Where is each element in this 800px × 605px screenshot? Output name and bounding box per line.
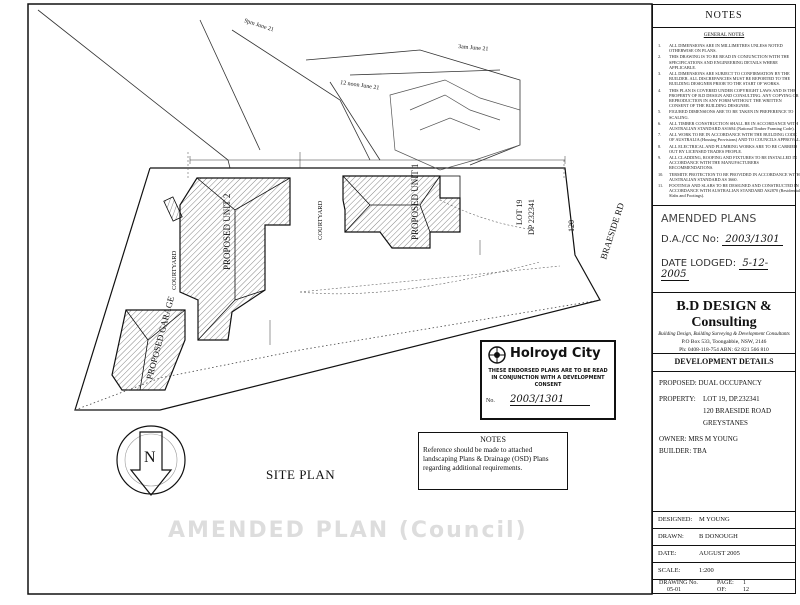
courtyard-label-2: COURTYARD	[317, 200, 324, 240]
shadow-label-9pm: 9pm June 21	[243, 18, 274, 33]
council-da-number: 2003/1301	[510, 394, 590, 406]
notes-box: NOTES Reference should be made to attach…	[418, 432, 568, 490]
dimension-lines	[189, 152, 566, 345]
general-note: 3.ALL DIMENSIONS ARE SUBJECT TO CONFIRMA…	[658, 71, 791, 87]
unit-1-label: PROPOSED UNIT 1	[410, 164, 420, 240]
site-plan-title: SITE PLAN	[266, 467, 336, 482]
unit-2-footprint	[179, 177, 291, 341]
general-note: 4.THIS PLAN IS COVERED UNDER COPYRIGHT L…	[658, 87, 799, 109]
amended-plans-stamp: AMENDED PLANS D.A./CC No: 2003/1301 DATE…	[653, 205, 795, 293]
owner-row: OWNER: MRS M YOUNG	[659, 435, 738, 443]
property-line-2: 120 BRAESIDE ROAD	[703, 407, 772, 415]
general-note: 10.TERMITE PROTECTION TO BE PROVIDED IN …	[658, 171, 800, 182]
firm-phone: Ph: 0408-118-754 ABN: 62 821 566 810	[679, 347, 769, 353]
firm-address: P.O Box 533, Toongabbie, NSW, 2146	[681, 339, 767, 345]
general-note: 5.FIGURED DIMENSIONS ARE TO BE TAKEN IN …	[658, 109, 794, 120]
shadow-label-3am: 3am June 21	[458, 44, 489, 53]
da-number-row: D.A./CC No: 2003/1301	[661, 234, 783, 246]
proposed-row: PROPOSED: DUAL OCCUPANCY	[659, 379, 762, 387]
development-details-heading: DEVELOPMENT DETAILS	[653, 353, 795, 372]
north-letter: N	[144, 449, 156, 466]
development-details: PROPOSED: DUAL OCCUPANCY PROPERTY: LOT 1…	[653, 371, 795, 512]
unit-2-label: PROPOSED UNIT 2	[222, 194, 232, 270]
title-block-heading: NOTES	[653, 5, 795, 28]
street-label: BRAESIDE RD	[598, 201, 626, 260]
general-note: 11.FOOTINGS AND SLABS TO BE DESIGNED AND…	[658, 183, 800, 199]
notes-box-title: NOTES	[480, 435, 506, 444]
steps	[163, 196, 183, 222]
driveway-edge	[74, 299, 601, 411]
property-label: PROPERTY:	[659, 395, 696, 403]
scale-field: SCALE: 1:200	[653, 562, 795, 580]
shadow-label-noon: 12 noon June 21	[340, 80, 380, 91]
drawing-border	[27, 3, 653, 595]
frontage-label: 120	[567, 220, 576, 232]
general-note: 2.THIS DRAWING IS TO BE READ IN CONJUNCT…	[658, 54, 790, 70]
north-arrow: N	[116, 425, 186, 496]
da-value: 2003/1301	[722, 234, 783, 246]
date-lodged-value: 5-12-2005	[661, 258, 769, 281]
amended-plan-band: AMENDED PLAN (Council)	[168, 518, 528, 543]
courtyard-label-1: COURTYARD	[171, 250, 178, 290]
amended-plans-label: AMENDED PLANS	[661, 212, 757, 225]
drawn-field: DRAWN: B DONOUGH	[653, 528, 795, 546]
lot-label: LOT 19	[515, 200, 524, 225]
page-label: PAGE:	[717, 580, 734, 586]
setback-lines	[187, 152, 565, 295]
scale-label: SCALE:	[658, 567, 681, 574]
property-line-1: LOT 19, DP.232341	[703, 395, 760, 403]
date-lodged-row: DATE LODGED: 5-12-2005	[661, 258, 795, 281]
general-note: 8.ALL ELECTRICAL AND PLUMBING WORKS ARE …	[658, 143, 798, 154]
date-lodged-label: DATE LODGED:	[661, 258, 737, 269]
drawn-label: DRAWN:	[658, 533, 684, 540]
notes-box-text: Reference should be made to attached lan…	[423, 446, 549, 472]
firm-name: B.D DESIGN & Consulting	[676, 299, 772, 330]
drawing-no-value: 05-01	[667, 587, 681, 593]
council-logo-icon	[488, 346, 506, 364]
page-value: 1	[743, 580, 746, 586]
firm-tagline: Building Design, Building Surveying & De…	[658, 332, 790, 337]
unit-1-footprint	[342, 175, 461, 249]
general-note: 1.ALL DIMENSIONS ARE IN MILLIMETRES UNLE…	[658, 43, 783, 54]
council-no-label: No.	[486, 398, 495, 404]
shadow-lines	[37, 9, 521, 169]
scale-value: 1:200	[699, 567, 714, 574]
dp-label: DP 232341	[527, 199, 536, 235]
date-label: DATE:	[658, 550, 677, 557]
property-line-3: GREYSTANES	[703, 419, 748, 427]
of-value: 12	[743, 587, 749, 593]
drawing-no-label: DRAWING No.	[659, 580, 698, 586]
firm-block: B.D DESIGN & Consulting Building Design,…	[653, 295, 795, 354]
adjacent-building	[389, 79, 521, 171]
general-note: 7.ALL WORK TO BE IN ACCORDANCE WITH THE …	[658, 132, 800, 143]
date-value: AUGUST 2005	[699, 550, 740, 557]
builder-row: BUILDER: TBA	[659, 447, 707, 455]
general-note: 9.ALL CLADDING, ROOFING AND FIXTURES TO …	[658, 155, 797, 171]
da-label: D.A./CC No:	[661, 234, 720, 245]
date-field: DATE: AUGUST 2005	[653, 545, 795, 563]
designed-value: M YOUNG	[699, 516, 730, 523]
designed-field: DESIGNED: M YOUNG	[653, 511, 795, 529]
of-label: OF:	[717, 587, 727, 593]
council-name: Holroyd City	[510, 346, 601, 361]
title-block: NOTES GENERAL NOTES 1.ALL DIMENSIONS ARE…	[652, 4, 800, 595]
council-endorsement-text: THESE ENDORSED PLANS ARE TO BE READ IN C…	[488, 368, 608, 388]
drawn-value: B DONOUGH	[699, 533, 738, 540]
council-stamp: Holroyd City THESE ENDORSED PLANS ARE TO…	[480, 340, 616, 420]
designed-label: DESIGNED:	[658, 516, 693, 523]
general-notes-list: 1.ALL DIMENSIONS ARE IN MILLIMETRES UNLE…	[657, 43, 800, 200]
general-notes-heading: GENERAL NOTES	[703, 33, 745, 38]
general-note: 6.ALL TIMBER CONSTRUCTION SHALL BE IN AC…	[658, 120, 799, 132]
garage-footprint	[111, 309, 186, 391]
drawing-number-row: DRAWING No. 05-01 PAGE: 1 OF: 12	[653, 579, 795, 595]
